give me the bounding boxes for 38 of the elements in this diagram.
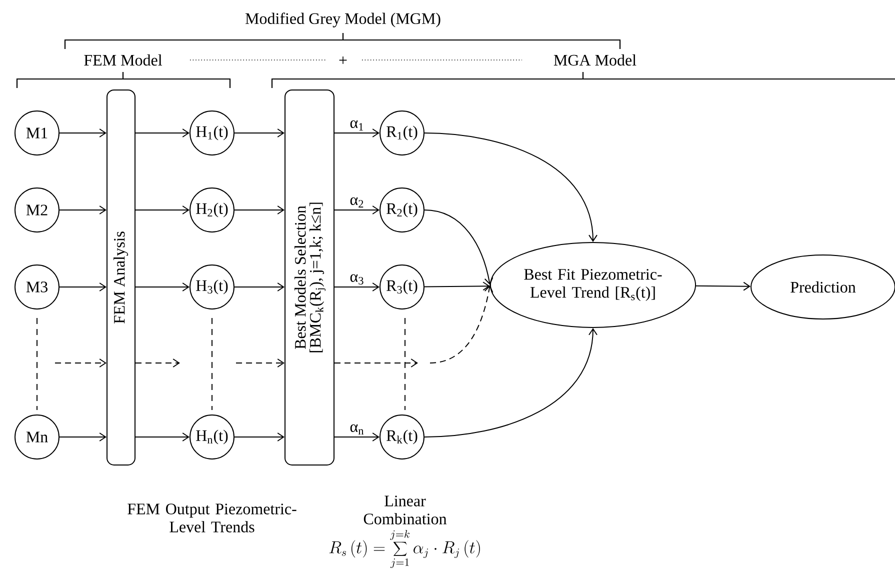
arrow (59, 206, 106, 214)
process-box: FEM Analysis (106, 90, 136, 466)
arrow (135, 128, 190, 138)
caption: Linear Combination (364, 496, 447, 524)
arrow (135, 206, 190, 214)
edge-label: α$_{1}$ (348, 119, 366, 132)
arrow (59, 128, 106, 138)
heading: Modified Grey Model (MGM) (245, 12, 440, 28)
edge-label: α$_{3}$ (348, 273, 366, 286)
formula: $R_s\left(t\right)=\sum_{j=1}^{j=k}\alpha_j\cdot R_j\left(t\right)$ (329, 530, 480, 568)
arrow (59, 432, 106, 442)
edge-label: α$_{n}$ (348, 423, 366, 436)
arrow (54, 358, 106, 368)
arrow (135, 358, 180, 368)
arrow (334, 206, 380, 214)
arrow (236, 358, 284, 368)
curved-arrow (424, 132, 598, 242)
plus-sign: + (339, 56, 347, 64)
arrow (334, 358, 418, 368)
arrow (135, 282, 190, 292)
arrow (59, 282, 106, 292)
arrow (424, 282, 490, 291)
curved-arrow (424, 209, 494, 285)
arrow (334, 128, 380, 138)
curved-arrow (424, 328, 598, 438)
arrow (234, 432, 284, 442)
arrow (234, 282, 284, 292)
caption: FEM Output Piezometric-Level Trends (128, 504, 296, 532)
heading: MGA Model (554, 54, 636, 66)
arrow (696, 282, 751, 291)
arrow (135, 432, 190, 442)
arrow (334, 282, 380, 292)
arrow (334, 432, 380, 442)
edge-label: α$_{2}$ (348, 196, 366, 208)
arrow (234, 206, 284, 214)
heading: FEM Model (84, 54, 162, 66)
curved-arrow (430, 284, 494, 364)
arrow (234, 128, 284, 138)
